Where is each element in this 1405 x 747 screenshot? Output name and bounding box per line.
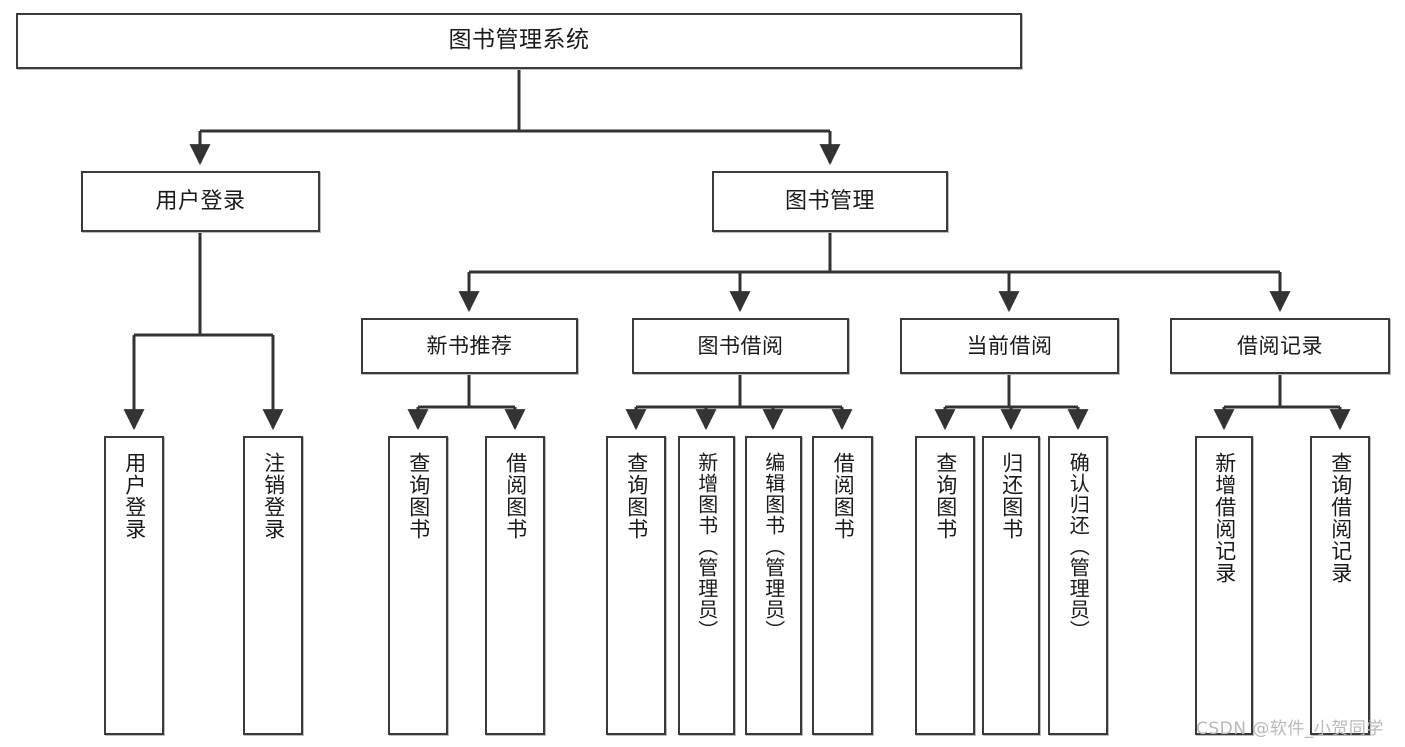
node-leaf-add-book[interactable]: 新增图书（管理员） <box>678 436 735 735</box>
node-user-login-label: 用户登录 <box>155 188 246 214</box>
node-leaf-user-login[interactable]: 用户登录 <box>104 436 164 735</box>
node-user-login[interactable]: 用户登录 <box>81 171 320 232</box>
node-book-manage-label: 图书管理 <box>784 188 875 214</box>
node-book-manage[interactable]: 图书管理 <box>712 171 948 232</box>
node-leaf-edit-book-label: 编辑图书（管理员） <box>761 452 786 641</box>
node-leaf-query-book-3-label: 查询图书 <box>933 452 958 540</box>
node-leaf-confirm-return-label: 确认归还（管理员） <box>1066 452 1091 641</box>
node-borrow-record-label: 借阅记录 <box>1237 333 1323 358</box>
node-leaf-query-book-1[interactable]: 查询图书 <box>388 436 448 735</box>
node-root-label: 图书管理系统 <box>448 27 590 54</box>
node-leaf-edit-book[interactable]: 编辑图书（管理员） <box>745 436 802 735</box>
node-root-system[interactable]: 图书管理系统 <box>16 13 1022 69</box>
node-leaf-query-book-3[interactable]: 查询图书 <box>915 436 975 735</box>
node-book-borrow[interactable]: 图书借阅 <box>632 318 849 374</box>
node-borrow-record[interactable]: 借阅记录 <box>1170 318 1390 374</box>
node-leaf-confirm-return[interactable]: 确认归还（管理员） <box>1048 436 1108 735</box>
node-leaf-borrow-book-1[interactable]: 借阅图书 <box>485 436 545 735</box>
node-leaf-add-record-label: 新增借阅记录 <box>1212 452 1237 584</box>
node-leaf-query-book-2[interactable]: 查询图书 <box>606 436 666 735</box>
node-leaf-user-logout-label: 注销登录 <box>261 452 286 540</box>
node-leaf-return-book-label: 归还图书 <box>999 452 1024 540</box>
node-book-borrow-label: 图书借阅 <box>697 333 784 358</box>
node-current-borrow-label: 当前借阅 <box>966 333 1053 358</box>
node-leaf-query-book-2-label: 查询图书 <box>624 452 649 540</box>
node-leaf-borrow-book-2[interactable]: 借阅图书 <box>812 436 873 735</box>
node-leaf-user-login-label: 用户登录 <box>122 452 147 540</box>
node-leaf-add-record[interactable]: 新增借阅记录 <box>1195 436 1253 735</box>
node-leaf-query-record-label: 查询借阅记录 <box>1328 452 1353 584</box>
node-leaf-query-record[interactable]: 查询借阅记录 <box>1310 436 1370 735</box>
node-leaf-return-book[interactable]: 归还图书 <box>982 436 1040 735</box>
node-new-book-rec-label: 新书推荐 <box>426 333 513 358</box>
node-leaf-borrow-book-1-label: 借阅图书 <box>503 452 528 540</box>
node-new-book-rec[interactable]: 新书推荐 <box>361 318 578 374</box>
node-leaf-borrow-book-2-label: 借阅图书 <box>831 452 856 540</box>
node-leaf-user-logout[interactable]: 注销登录 <box>243 436 303 735</box>
watermark-text: CSDN @软件_小贺同学 <box>1196 719 1384 739</box>
node-current-borrow[interactable]: 当前借阅 <box>900 318 1119 374</box>
node-leaf-add-book-label: 新增图书（管理员） <box>694 452 719 641</box>
node-leaf-query-book-1-label: 查询图书 <box>406 452 431 540</box>
